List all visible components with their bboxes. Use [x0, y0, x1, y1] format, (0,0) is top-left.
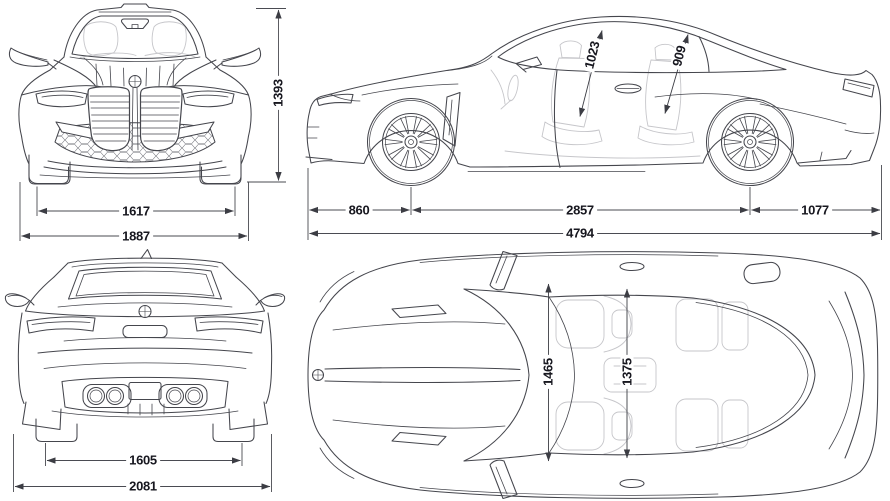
- top-view-drawing: [307, 250, 879, 500]
- rear-view-drawing: [4, 248, 286, 443]
- rear-dimensions: [13, 434, 272, 492]
- dim-rear-track-label: 1605: [126, 453, 160, 467]
- dim-rear-overall-width-label: 2081: [126, 479, 160, 493]
- dim-side-overall-length-label: 4794: [563, 226, 597, 240]
- dim-top-front-interior-width-label: 1465: [541, 355, 556, 389]
- front-wheel: [366, 97, 456, 187]
- dim-side-wheelbase-label: 2857: [563, 203, 597, 217]
- dim-front-height-label: 1393: [271, 76, 286, 110]
- dim-side-front-overhang-label: 860: [345, 203, 373, 217]
- dim-top-rear-interior-width-label: 1375: [620, 355, 635, 389]
- dim-front-track-label: 1617: [119, 204, 153, 218]
- side-view-drawing: [305, 15, 882, 187]
- dim-front-overall-width-label: 1887: [119, 229, 153, 243]
- dim-side-rear-overhang-label: 1077: [798, 203, 832, 217]
- rear-wheel: [705, 97, 795, 187]
- front-view-drawing: [8, 3, 262, 185]
- dimension-lines: [13, 8, 882, 492]
